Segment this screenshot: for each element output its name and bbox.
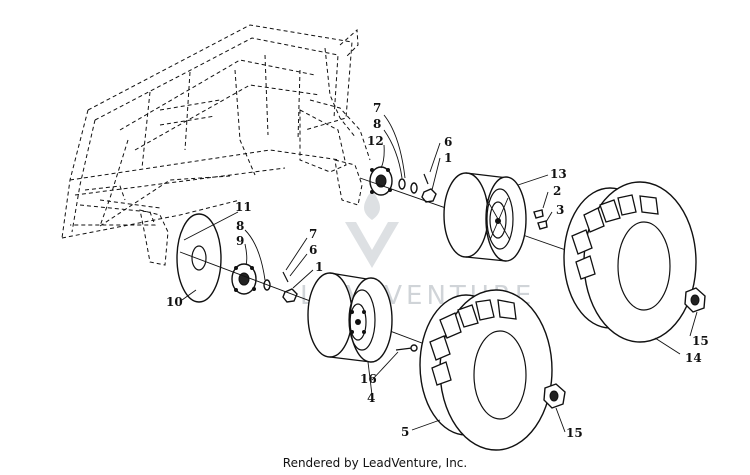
label-1-upper: 1: [444, 151, 452, 165]
label-12: 12: [367, 134, 384, 148]
atv-frame: [61, 24, 371, 266]
label-14: 14: [685, 351, 702, 365]
label-9: 9: [236, 234, 244, 248]
label-7-lower: 7: [309, 227, 317, 241]
label-2: 2: [553, 184, 561, 198]
part-labels: 7 8 12 6 1 13 2 3 11 8 9 7 6 1 10 16 4 5…: [166, 101, 709, 440]
rim-4: [307, 272, 393, 363]
label-3: 3: [556, 203, 564, 217]
label-8-upper: 8: [373, 117, 381, 131]
label-13: 13: [550, 167, 567, 181]
lower-hub-assembly: [176, 213, 566, 451]
label-15-right: 15: [692, 334, 709, 348]
label-16: 16: [360, 372, 377, 386]
upper-hub-assembly: [359, 166, 706, 343]
tire-14: [563, 181, 697, 343]
label-10: 10: [166, 295, 183, 309]
footer-credit: Rendered by LeadVenture, Inc.: [282, 456, 468, 470]
label-5: 5: [401, 425, 409, 439]
label-11: 11: [235, 200, 252, 214]
tire-5: [419, 289, 553, 451]
label-6-upper: 6: [444, 135, 452, 149]
label-8-lower: 8: [236, 219, 244, 233]
label-15-lower: 15: [566, 426, 583, 440]
leader-lines: [181, 114, 698, 433]
rim-13: [443, 172, 527, 262]
label-4: 4: [367, 391, 375, 405]
label-6-lower: 6: [309, 243, 317, 257]
label-1-lower: 1: [315, 260, 323, 274]
label-7-upper: 7: [373, 101, 381, 115]
